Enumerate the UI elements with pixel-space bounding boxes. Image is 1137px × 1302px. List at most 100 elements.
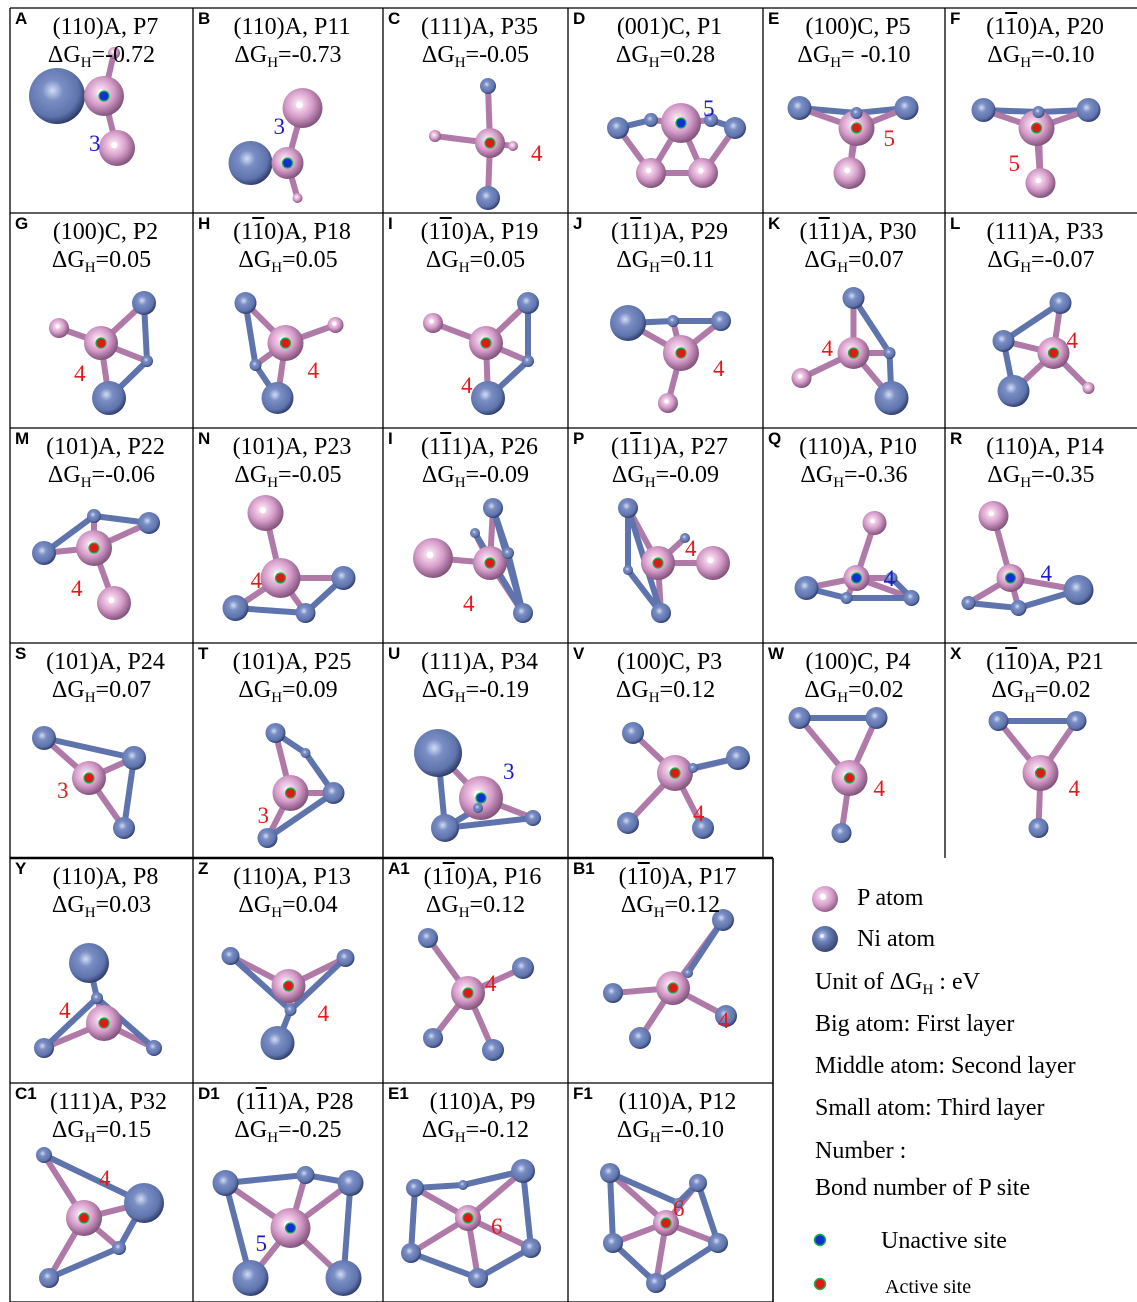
structure-diagram: 4 — [791, 287, 909, 415]
site-name: P10 — [879, 434, 917, 460]
atom-highlight — [664, 399, 669, 404]
site-name: P29 — [690, 219, 728, 245]
separator: , — [687, 1089, 700, 1115]
active-site-dot — [1034, 767, 1047, 779]
delta-g-value: =-0.73 — [278, 42, 342, 68]
facet-site-label: (111)A, P32 — [10, 1089, 193, 1115]
legend-unit-pre: Unit of ΔG — [815, 969, 923, 995]
facet: (110)A — [799, 434, 868, 460]
delta-g-label: ΔGH=0.12 — [568, 677, 763, 711]
facet-site-label: (110)A, P19 — [383, 219, 568, 245]
site-name: P30 — [879, 219, 917, 245]
bond-number: 4 — [461, 373, 473, 398]
ni-atom — [92, 381, 126, 415]
delta-g-symbol: ΔG — [421, 1117, 455, 1143]
ni-atom — [992, 330, 1015, 352]
legend-ni-atom-icon — [812, 926, 838, 952]
facet-site-label: (111)A, P28 — [193, 1089, 383, 1115]
active-site-dot — [274, 572, 287, 584]
facet-site-label: (101)A, P23 — [193, 434, 383, 460]
p-atom — [862, 511, 887, 535]
ni-atom — [331, 566, 356, 590]
facet: (110)A — [52, 864, 122, 890]
delta-g-symbol: ΔG — [234, 1117, 268, 1143]
panel-letter: G — [15, 214, 29, 233]
ni-atom — [997, 375, 1030, 407]
separator: , — [301, 434, 314, 460]
delta-g-label: ΔGH=0.12 — [383, 892, 568, 926]
panel-letter: D1 — [198, 1084, 220, 1103]
delta-g-value: =-0.05 — [278, 462, 342, 488]
ni-atom — [600, 1163, 620, 1183]
delta-g-symbol: ΔG — [991, 677, 1025, 703]
legend-middle-atom: Middle atom: Second layer — [815, 1053, 1076, 1079]
separator: , — [1054, 219, 1067, 245]
bond-number: 5 — [256, 1231, 268, 1256]
facet-bar: 1 — [252, 219, 265, 245]
delta-g-value: =0.09 — [282, 677, 338, 703]
facet-site-label: (110)A, P17 — [568, 864, 773, 890]
legend-unactive-label: Unactive site — [881, 1228, 1007, 1254]
ni-atom — [138, 512, 160, 534]
ni-atom — [431, 814, 459, 842]
delta-g-label: ΔGH=-0.05 — [193, 462, 383, 496]
bond — [490, 505, 526, 616]
site-name: P27 — [690, 434, 728, 460]
bond-number: 4 — [318, 1001, 330, 1026]
legend-unit: Unit of ΔGH : eV — [815, 968, 980, 1004]
delta-g-subscript: H — [454, 55, 466, 71]
delta-g-symbol: ΔG — [616, 247, 650, 273]
separator: , — [873, 649, 886, 675]
delta-g-label: ΔGH=0.03 — [10, 892, 193, 926]
separator: , — [687, 864, 700, 890]
ni-atom — [607, 117, 629, 139]
structure-diagram: 5 — [787, 96, 919, 189]
ni-atom — [646, 1273, 666, 1293]
atom-highlight — [798, 374, 802, 379]
delta-g-value: =-0.10 — [660, 1117, 725, 1143]
site-name: P22 — [127, 434, 165, 460]
delta-g-symbol: ΔG — [51, 1117, 85, 1143]
delta-g-value: =0.05 — [469, 247, 526, 273]
ni-atom — [711, 311, 731, 331]
ni-atom — [680, 533, 690, 543]
delta-g-label: ΔGH=-0.10 — [945, 42, 1137, 76]
bond — [475, 1245, 534, 1281]
facet-post: 1)A — [641, 434, 679, 460]
delta-g-subscript: H — [80, 55, 92, 71]
bond-number: 4 — [99, 1166, 111, 1191]
bond — [46, 1245, 122, 1281]
panel-letter: X — [950, 644, 962, 663]
atom-highlight — [988, 511, 994, 517]
unactive-site-dot — [284, 1222, 297, 1234]
facet-pre: (1 — [233, 219, 253, 245]
delta-g-subscript: H — [84, 1130, 96, 1146]
facet-bar: 1 — [637, 864, 650, 890]
bond-number: 5 — [703, 96, 715, 121]
delta-g-subscript: H — [271, 690, 283, 706]
delta-g-symbol: ΔG — [234, 42, 268, 68]
separator: , — [1054, 649, 1067, 675]
atom-highlight — [55, 324, 60, 329]
delta-g-symbol: ΔG — [238, 892, 272, 918]
structure-diagram: 4 — [992, 292, 1095, 407]
delta-g-value: =0.04 — [282, 892, 338, 918]
atom-highlight — [698, 168, 704, 174]
delta-g-subscript: H — [648, 55, 660, 71]
delta-g-subscript: H — [458, 260, 470, 276]
separator: , — [301, 864, 314, 890]
separator: , — [120, 219, 133, 245]
panel-letter: C1 — [15, 1084, 37, 1103]
ni-atom — [644, 113, 658, 127]
structure-diagram: 4 — [222, 495, 356, 623]
facet-bar: 1 — [1005, 14, 1018, 40]
delta-g-subscript: H — [84, 690, 96, 706]
panel-letter: N — [198, 429, 211, 448]
bond-number: 4 — [874, 776, 886, 801]
bond-number: 4 — [685, 536, 697, 561]
